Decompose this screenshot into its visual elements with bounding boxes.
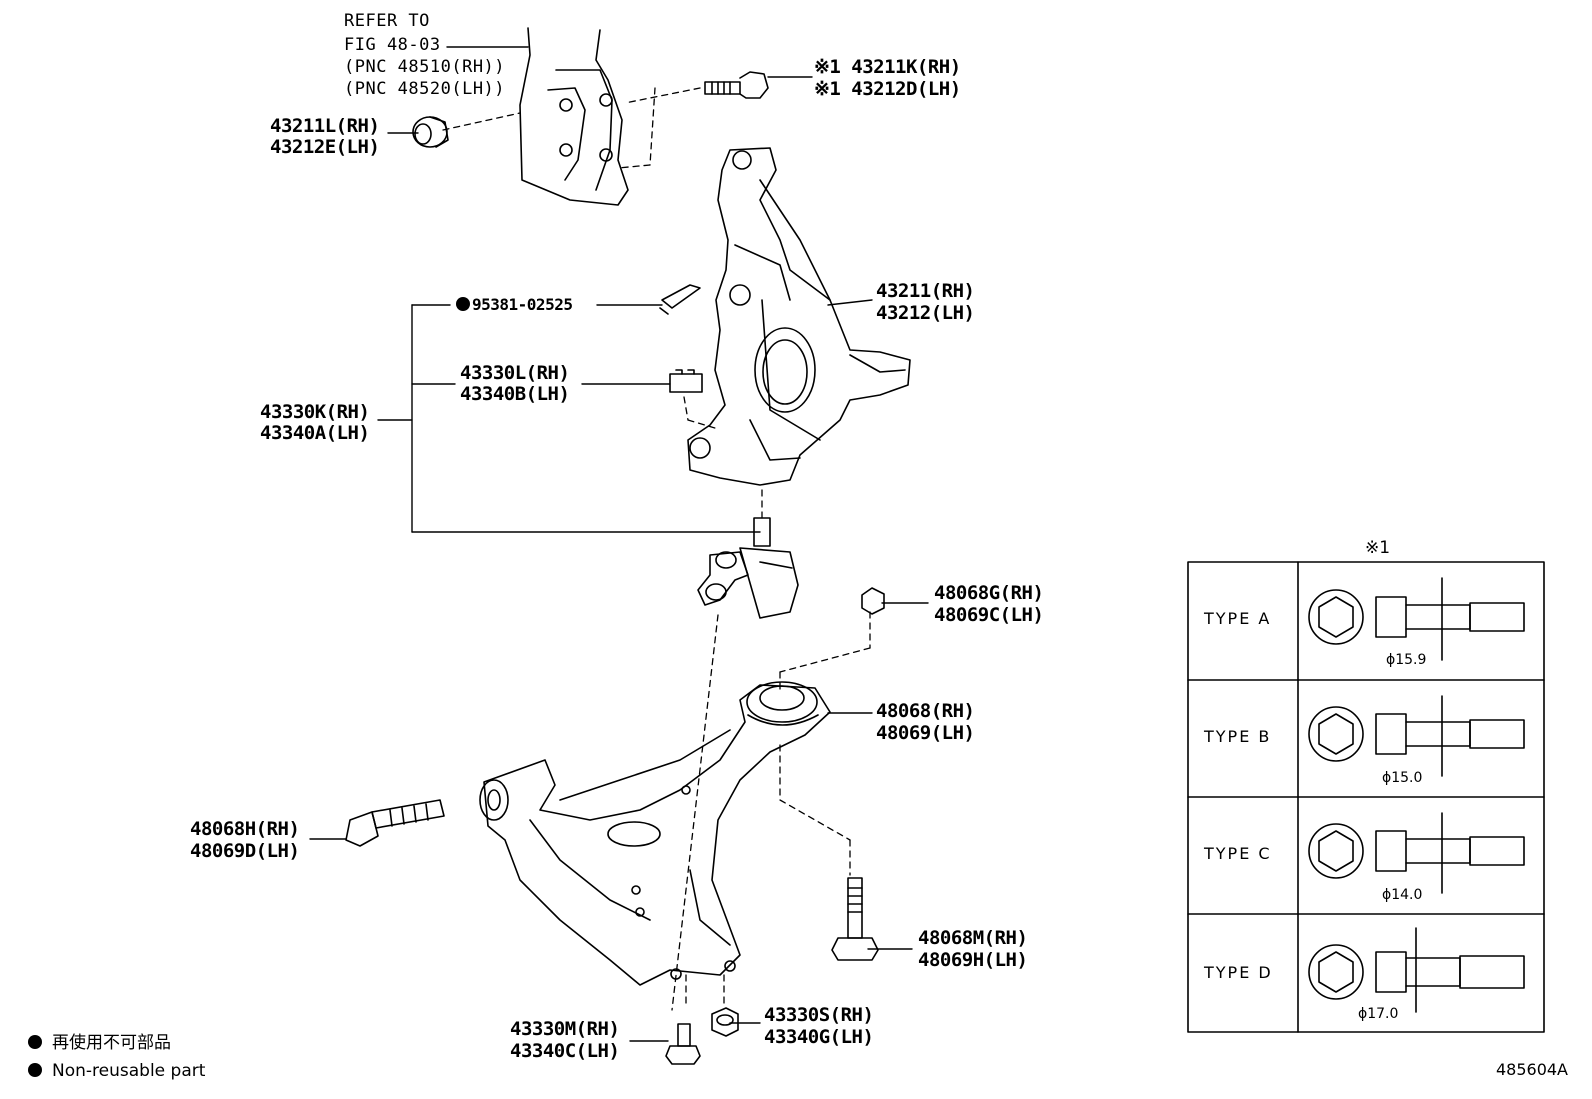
part-48068g-rh[interactable]: 48068G(RH)	[934, 582, 1044, 604]
type-b-label: TYPE B	[1204, 727, 1272, 746]
part-43340g-lh[interactable]: 43340G(LH)	[764, 1026, 874, 1048]
bullet-icon	[28, 1035, 42, 1049]
castle-nut-43330l	[669, 369, 703, 393]
nut-43211l	[412, 116, 449, 148]
part-43211k-rh[interactable]: ※1 43211K(RH)	[814, 56, 961, 78]
leader-lines	[309, 46, 929, 1042]
figure-id: 485604A	[1495, 1060, 1568, 1079]
refer-line-1: REFER TO	[344, 11, 430, 31]
cotter-pin	[659, 284, 701, 315]
ball-joint	[697, 517, 799, 619]
part-95381-02525[interactable]: 95381-02525	[456, 294, 573, 316]
part-43330k-rh[interactable]: 43330K(RH)	[260, 401, 370, 423]
part-43340c-lh[interactable]: 43340C(LH)	[510, 1040, 620, 1062]
nut-48068g	[861, 587, 885, 615]
part-48069c-lh[interactable]: 48069C(LH)	[934, 604, 1044, 626]
type-c-diameter: ϕ14.0	[1382, 887, 1423, 903]
part-48068-rh[interactable]: 48068(RH)	[876, 700, 975, 722]
type-d-label: TYPE D	[1204, 963, 1273, 982]
bolt-48068m	[831, 877, 879, 961]
type-d-stud	[1308, 927, 1525, 1013]
type-c-stud	[1308, 812, 1525, 894]
type-a-label: TYPE A	[1204, 609, 1272, 628]
part-48069-lh[interactable]: 48069(LH)	[876, 722, 975, 744]
part-43212-lh[interactable]: 43212(LH)	[876, 302, 975, 324]
bolt-43330m	[665, 1023, 701, 1065]
legend-japanese: 再使用不可部品	[28, 1030, 171, 1056]
part-48068h-rh[interactable]: 48068H(RH)	[190, 818, 300, 840]
refer-line-2: FIG 48-03	[344, 35, 441, 55]
part-48069d-lh[interactable]: 48069D(LH)	[190, 840, 300, 862]
type-b-stud	[1308, 695, 1525, 777]
part-43212d-lh[interactable]: ※1 43212D(LH)	[814, 78, 961, 100]
refer-line-4: (PNC 48520(LH))	[344, 79, 506, 99]
part-43340a-lh[interactable]: 43340A(LH)	[260, 422, 370, 444]
part-43211l-rh[interactable]: 43211L(RH)	[270, 115, 380, 137]
non-reusable-bullet-icon	[456, 297, 470, 311]
refer-line-3: (PNC 48510(RH))	[344, 57, 506, 77]
bullet-icon	[28, 1063, 42, 1077]
part-43340b-lh[interactable]: 43340B(LH)	[460, 383, 570, 405]
legend-japanese-text: 再使用不可部品	[52, 1033, 171, 1053]
part-48069h-lh[interactable]: 48069H(LH)	[918, 949, 1028, 971]
steering-knuckle	[687, 147, 911, 486]
shock-absorber-bracket	[519, 27, 629, 206]
lower-control-arm	[479, 681, 831, 986]
part-43211-rh[interactable]: 43211(RH)	[876, 280, 975, 302]
part-95381-label: 95381-02525	[472, 295, 573, 314]
type-b-diameter: ϕ15.0	[1382, 770, 1423, 786]
legend-english-text: Non-reusable part	[52, 1061, 206, 1081]
bolt-48068h	[345, 799, 445, 847]
type-a-stud	[1308, 577, 1525, 661]
type-d-diameter: ϕ17.0	[1358, 1006, 1399, 1022]
type-a-diameter: ϕ15.9	[1386, 652, 1427, 668]
nut-43330s	[711, 1007, 739, 1037]
part-48068m-rh[interactable]: 48068M(RH)	[918, 927, 1028, 949]
part-43330s-rh[interactable]: 43330S(RH)	[764, 1004, 874, 1026]
dashed-lines	[442, 87, 871, 1011]
type-table-title: ※1	[1365, 538, 1391, 558]
part-43330l-rh[interactable]: 43330L(RH)	[460, 362, 570, 384]
type-table	[1187, 561, 1545, 1033]
legend-english: Non-reusable part	[28, 1058, 205, 1084]
part-43330m-rh[interactable]: 43330M(RH)	[510, 1018, 620, 1040]
type-c-label: TYPE C	[1204, 844, 1272, 863]
part-43212e-lh[interactable]: 43212E(LH)	[270, 136, 380, 158]
bolt-43211k	[704, 71, 769, 99]
